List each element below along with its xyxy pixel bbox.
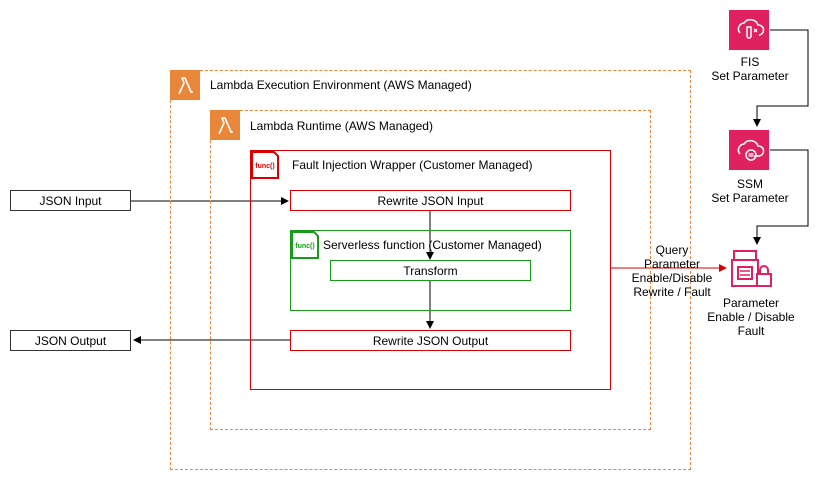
query-parameter-annotation: Query Parameter Enable/Disable Rewrite /… (628, 243, 716, 299)
parameter-line-3: Fault (737, 324, 765, 338)
parameter-line-2: Enable / Disable (707, 310, 795, 324)
func-icon-text: func() (295, 243, 314, 250)
query-line-1: Query (655, 243, 689, 257)
lambda-icon (170, 70, 200, 100)
fis-line-2: Set Parameter (711, 69, 789, 83)
arrow-ssm-to-parameter (753, 149, 809, 245)
ssm-icon (729, 130, 769, 170)
query-line-3: Enable/Disable (631, 271, 713, 285)
func-icon: func() (250, 150, 280, 180)
fis-label: FIS Set Parameter (700, 55, 800, 83)
lambda-execution-environment-group (170, 70, 691, 470)
rewrite-json-input-box: Rewrite JSON Input (290, 190, 571, 211)
json-output-label: JSON Output (34, 333, 107, 348)
serverless-function-group (290, 230, 571, 311)
fault-injection-wrapper-label: Fault Injection Wrapper (Customer Manage… (292, 158, 533, 172)
lambda-runtime-group (210, 110, 651, 430)
json-input-label: JSON Input (39, 193, 102, 208)
parameter-store-icon (728, 247, 774, 289)
transform-box: Transform (330, 260, 531, 281)
query-line-2: Parameter (643, 257, 701, 271)
rewrite-json-output-label: Rewrite JSON Output (372, 333, 489, 348)
parameter-line-1: Parameter (722, 296, 780, 310)
ssm-line-2: Set Parameter (711, 191, 789, 205)
fis-line-1: FIS (740, 55, 760, 69)
query-line-4: Rewrite / Fault (633, 285, 711, 299)
fis-icon (729, 10, 769, 50)
ssm-line-1: SSM (736, 177, 763, 191)
lambda-execution-environment-label: Lambda Execution Environment (AWS Manage… (210, 78, 472, 92)
transform-label: Transform (403, 263, 458, 278)
rewrite-json-output-box: Rewrite JSON Output (290, 330, 571, 351)
ssm-label: SSM Set Parameter (700, 177, 800, 205)
arrow-fis-to-ssm (753, 29, 809, 127)
serverless-function-label: Serverless function (Customer Managed) (323, 238, 542, 252)
json-input-box: JSON Input (10, 190, 131, 211)
rewrite-json-input-label: Rewrite JSON Input (377, 193, 484, 208)
parameter-label: Parameter Enable / Disable Fault (696, 296, 806, 338)
json-output-box: JSON Output (10, 330, 131, 351)
func-icon: func() (290, 230, 320, 260)
func-icon-text: func() (255, 163, 274, 170)
fault-injection-wrapper-group (250, 150, 611, 390)
lambda-runtime-label: Lambda Runtime (AWS Managed) (250, 119, 433, 133)
lambda-icon (210, 110, 240, 140)
